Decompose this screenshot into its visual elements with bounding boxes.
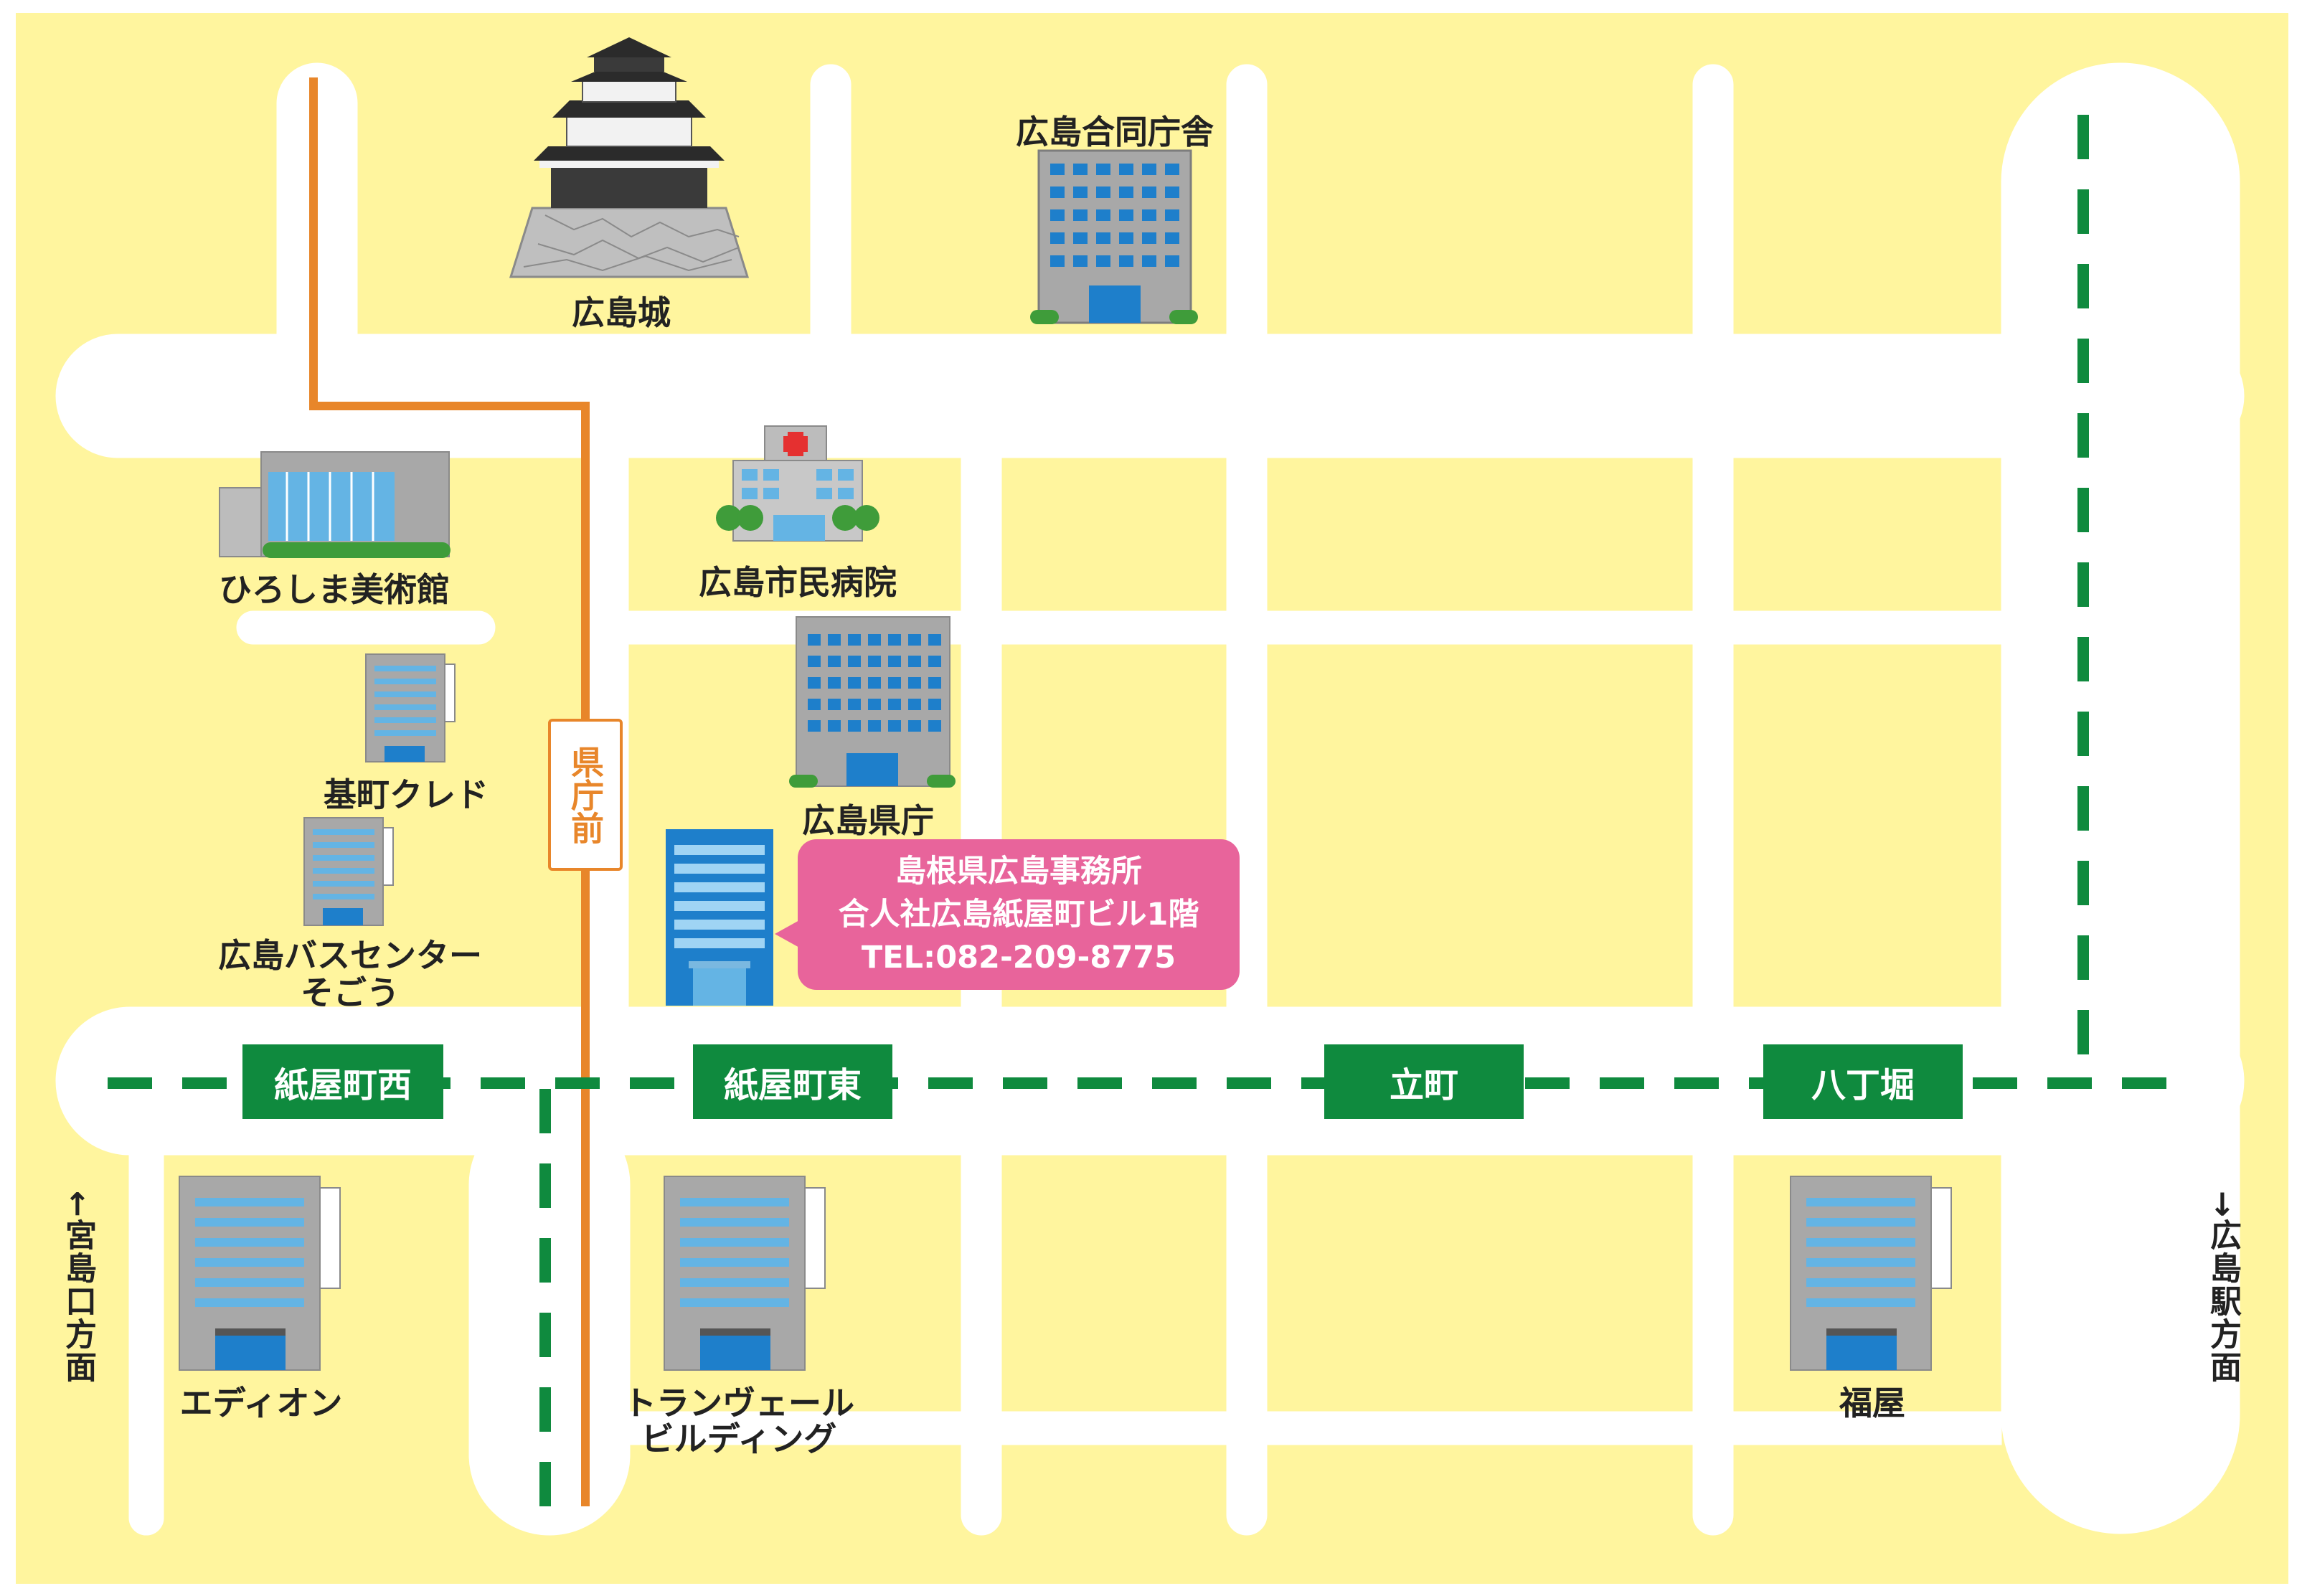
museum-icon: [219, 451, 451, 558]
road-v3-mid: [1692, 430, 1734, 1041]
lower-main-road: [55, 1006, 2245, 1156]
tranvert-building-icon: [664, 1176, 826, 1371]
office-building-icon: [666, 829, 773, 1006]
kenchomae-stop: 県庁前: [548, 719, 623, 871]
upper-main-road: [55, 334, 2245, 458]
road-v1-top: [810, 64, 852, 367]
road-v-low-c: [1226, 1133, 1268, 1536]
station-hatchobori: 八丁堀: [1763, 1044, 1963, 1119]
hospital-icon: [716, 425, 879, 542]
direction-hiroshima-station: →広島駅方面: [2204, 1191, 2241, 1384]
road-v-low-d: [1692, 1133, 1734, 1536]
station-tatemachi: 立町: [1324, 1044, 1524, 1119]
office-callout-pointer: [775, 920, 801, 948]
sogo-label: そごう: [301, 973, 400, 1012]
credo-building-icon: [365, 653, 456, 762]
road-v-low-b: [961, 1133, 1002, 1536]
joint-gov-building-icon: [1030, 149, 1198, 324]
road-v2-top: [1226, 64, 1268, 367]
road-h-low: [616, 1411, 2002, 1445]
fukuya-label: 福屋: [1839, 1384, 1905, 1422]
bus-center-label: 広島バスセンター: [218, 936, 482, 975]
direction-miyajimaguchi: ←宮島口方面: [60, 1191, 96, 1384]
joint-gov-label: 広島合同庁舎: [1016, 113, 1214, 151]
road-h-mid-left: [236, 610, 496, 645]
right-vertical-road: [2001, 62, 2240, 1534]
office-phone: TEL:082-209-8775: [861, 940, 1176, 976]
station-kamiyacho-nishi: 紙屋町西: [242, 1044, 443, 1119]
edion-building-icon: [179, 1176, 341, 1371]
road-v-low-a: [128, 1133, 164, 1536]
tranvert-label-2: ビルディング: [641, 1420, 837, 1458]
pref-office-building-icon: [789, 616, 956, 788]
credo-label: 基町クレド: [324, 775, 489, 814]
fukuya-building-icon: [1790, 1176, 1952, 1371]
castle-icon: [509, 37, 750, 278]
tram-lines: [108, 115, 2166, 1506]
office-callout: 島根県広島事務所 合人社広島紙屋町ビル1階 TEL:082-209-8775: [798, 839, 1240, 990]
astram-line: [309, 77, 590, 1506]
office-building-name: 合人社広島紙屋町ビル1階: [838, 897, 1199, 932]
hospital-label: 広島市民病院: [699, 563, 897, 602]
museum-label: ひろしま美術館: [219, 570, 450, 609]
office-name: 島根県広島事務所: [895, 854, 1142, 889]
station-kamiyacho-higashi: 紙屋町東: [693, 1044, 892, 1119]
bus-center-building-icon: [303, 817, 394, 926]
castle-label: 広島城: [572, 293, 671, 332]
pref-office-label: 広島県庁: [802, 801, 934, 840]
road-v3-top: [1692, 64, 1734, 367]
edion-label: エディオン: [179, 1384, 343, 1422]
tranvert-label-1: トランヴェール: [623, 1384, 854, 1422]
